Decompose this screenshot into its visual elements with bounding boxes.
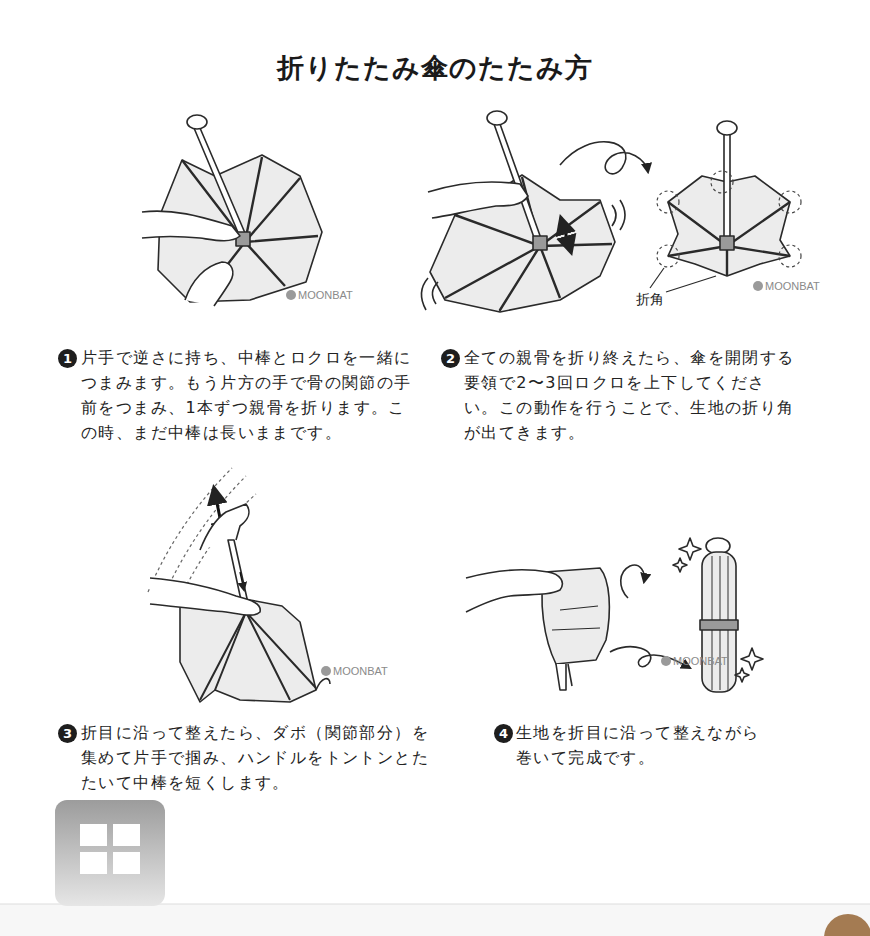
part-label: 折角 [636, 291, 676, 308]
callout-circle: 1 [58, 349, 77, 368]
callout-circle: 2 [441, 349, 460, 368]
watermark: MOONBAT [298, 289, 378, 302]
step-text: 全ての親骨を折り終えたら、傘を開閉する要領で2〜3回ロクロを上下してください。こ… [464, 345, 800, 445]
title: 折りたたみ傘のたたみ方 [0, 50, 870, 86]
app-chrome [0, 800, 870, 936]
step-text: 折目に沿って整えたら、ダボ（関節部分）を集めて片手で掴み、ハンドルをトントンとた… [81, 720, 431, 795]
umbrella-step3 [148, 468, 330, 702]
step-text: 生地を折目に沿って整えながら巻いて完成です。 [516, 720, 776, 770]
callout-number: 2 [446, 352, 455, 365]
watermark-logo [286, 281, 763, 676]
callout-number: 4 [499, 727, 508, 740]
watermark: MOONBAT [333, 665, 413, 678]
step-text: 片手で逆さに持ち、中棒とロクロを一緒につまみます。もう片方の手で骨の関節の手前を… [81, 345, 417, 445]
callout-circle: 3 [58, 724, 77, 743]
watermark: MOONBAT [765, 280, 845, 293]
callout-number: 3 [63, 727, 72, 740]
umbrella-step4 [466, 538, 763, 692]
watermark: MOONBAT [673, 655, 753, 668]
callout-number: 1 [63, 352, 72, 365]
callout-circle: 4 [494, 724, 513, 743]
umbrella-step2 [421, 111, 801, 312]
umbrella-step1 [142, 115, 322, 306]
